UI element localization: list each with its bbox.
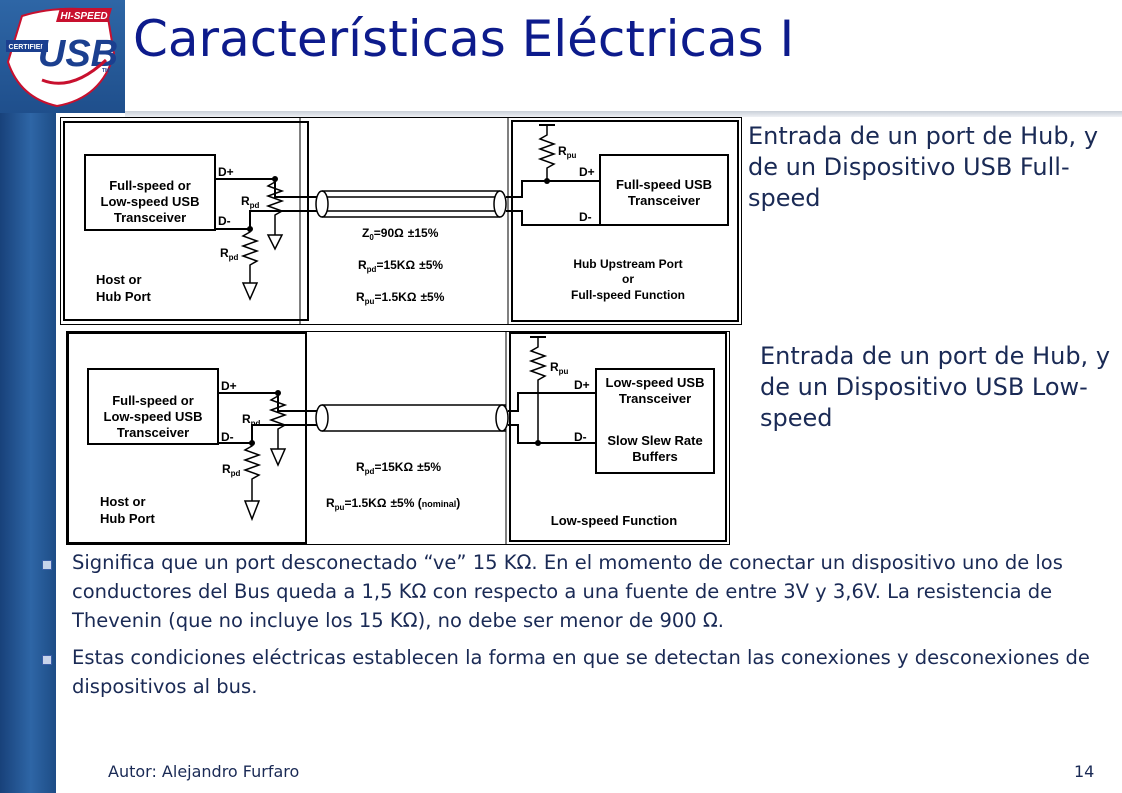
slide-title: Características Eléctricas I — [133, 10, 795, 68]
ls-dplus-right: D+ — [574, 378, 590, 392]
fs-dminus-left: D- — [218, 214, 231, 228]
fs-func-line2: or — [622, 272, 634, 286]
ls-dminus-left: D- — [221, 430, 234, 444]
ls-rpu-eq: Rpu=1.5KΩ±5% (nominal) — [326, 496, 460, 512]
logo-main-text: USB — [38, 33, 118, 75]
fs-left-box-line1: Full-speed or — [109, 178, 191, 193]
logo-tm: TM — [102, 68, 109, 74]
ls-right-box-line2: Transceiver — [619, 391, 691, 406]
footer-author: Autor: Alejandro Furfaro — [108, 762, 300, 781]
ls-rpu: Rpu — [550, 360, 569, 376]
page-number: 14 — [1074, 762, 1095, 781]
low-speed-circuit-diagram: Full-speed or Low-speed USB Transceiver … — [66, 331, 730, 545]
ls-right-box-line4: Buffers — [632, 449, 678, 464]
fs-host-line1: Host or — [96, 272, 142, 287]
ls-dminus-right: D- — [574, 430, 587, 444]
fs-host-line2: Hub Port — [96, 289, 152, 304]
ls-right-box-line3: Slow Slew Rate — [607, 433, 702, 448]
bullet-text: Significa que un port desconectado “ve” … — [72, 551, 1063, 632]
fs-right-box-line1: Full-speed USB — [616, 177, 712, 192]
fs-rpu-eq: Rpu=1.5KΩ±5% — [356, 290, 445, 306]
ls-left-box-line2: Low-speed USB — [104, 409, 203, 424]
fs-left-box-line3: Transceiver — [114, 210, 186, 225]
ls-rpd-bottom: Rpd — [222, 462, 241, 478]
bullet-square-icon — [42, 655, 52, 665]
ls-left-box-line1: Full-speed or — [112, 393, 194, 408]
bullet-square-icon — [42, 560, 52, 570]
fs-left-box-line2: Low-speed USB — [101, 194, 200, 209]
fs-z0-eq: Z0=90Ω±15% — [362, 226, 439, 242]
caption-low-speed: Entrada de un port de Hub, y de un Dispo… — [760, 342, 1111, 432]
ls-left-box-line3: Transceiver — [117, 425, 189, 440]
fs-rpd-bottom: Rpd — [220, 246, 239, 262]
ls-host-line2: Hub Port — [100, 511, 156, 526]
logo-top-text: HI-SPEED — [60, 11, 107, 22]
bullet-list: Significa que un port desconectado “ve” … — [34, 548, 1094, 709]
full-speed-circuit-diagram: Full-speed or Low-speed USB Transceiver … — [60, 117, 742, 325]
fs-dplus-left: D+ — [218, 165, 234, 179]
usb-logo: HI-SPEED CERTIFIED USB TM — [6, 7, 118, 108]
fs-rpd-eq: Rpd=15KΩ±5% — [358, 258, 443, 274]
fs-func-line3: Full-speed Function — [571, 288, 685, 302]
fs-right-box-line2: Transceiver — [628, 193, 700, 208]
title-divider — [125, 111, 1122, 117]
fs-func-line1: Hub Upstream Port — [573, 257, 682, 271]
fs-rpd-top: Rpd — [241, 194, 260, 210]
bullet-item: Estas condiciones eléctricas establecen … — [34, 643, 1094, 701]
fs-dplus-right: D+ — [579, 165, 595, 179]
fs-dminus-right: D- — [579, 210, 592, 224]
bullet-item: Significa que un port desconectado “ve” … — [34, 548, 1094, 635]
ls-dplus-left: D+ — [221, 379, 237, 393]
logo-side-text: CERTIFIED — [9, 44, 46, 51]
bullet-text: Estas condiciones eléctricas establecen … — [72, 646, 1090, 698]
ls-func-line1: Low-speed Function — [551, 513, 677, 528]
fs-rpu: Rpu — [558, 144, 577, 160]
ls-rpd-eq: Rpd=15KΩ±5% — [356, 460, 441, 476]
ls-rpd-top: Rpd — [242, 412, 261, 428]
caption-full-speed: Entrada de un port de Hub, y de un Dispo… — [748, 122, 1099, 212]
ls-right-box-line1: Low-speed USB — [606, 375, 705, 390]
ls-host-line1: Host or — [100, 494, 146, 509]
